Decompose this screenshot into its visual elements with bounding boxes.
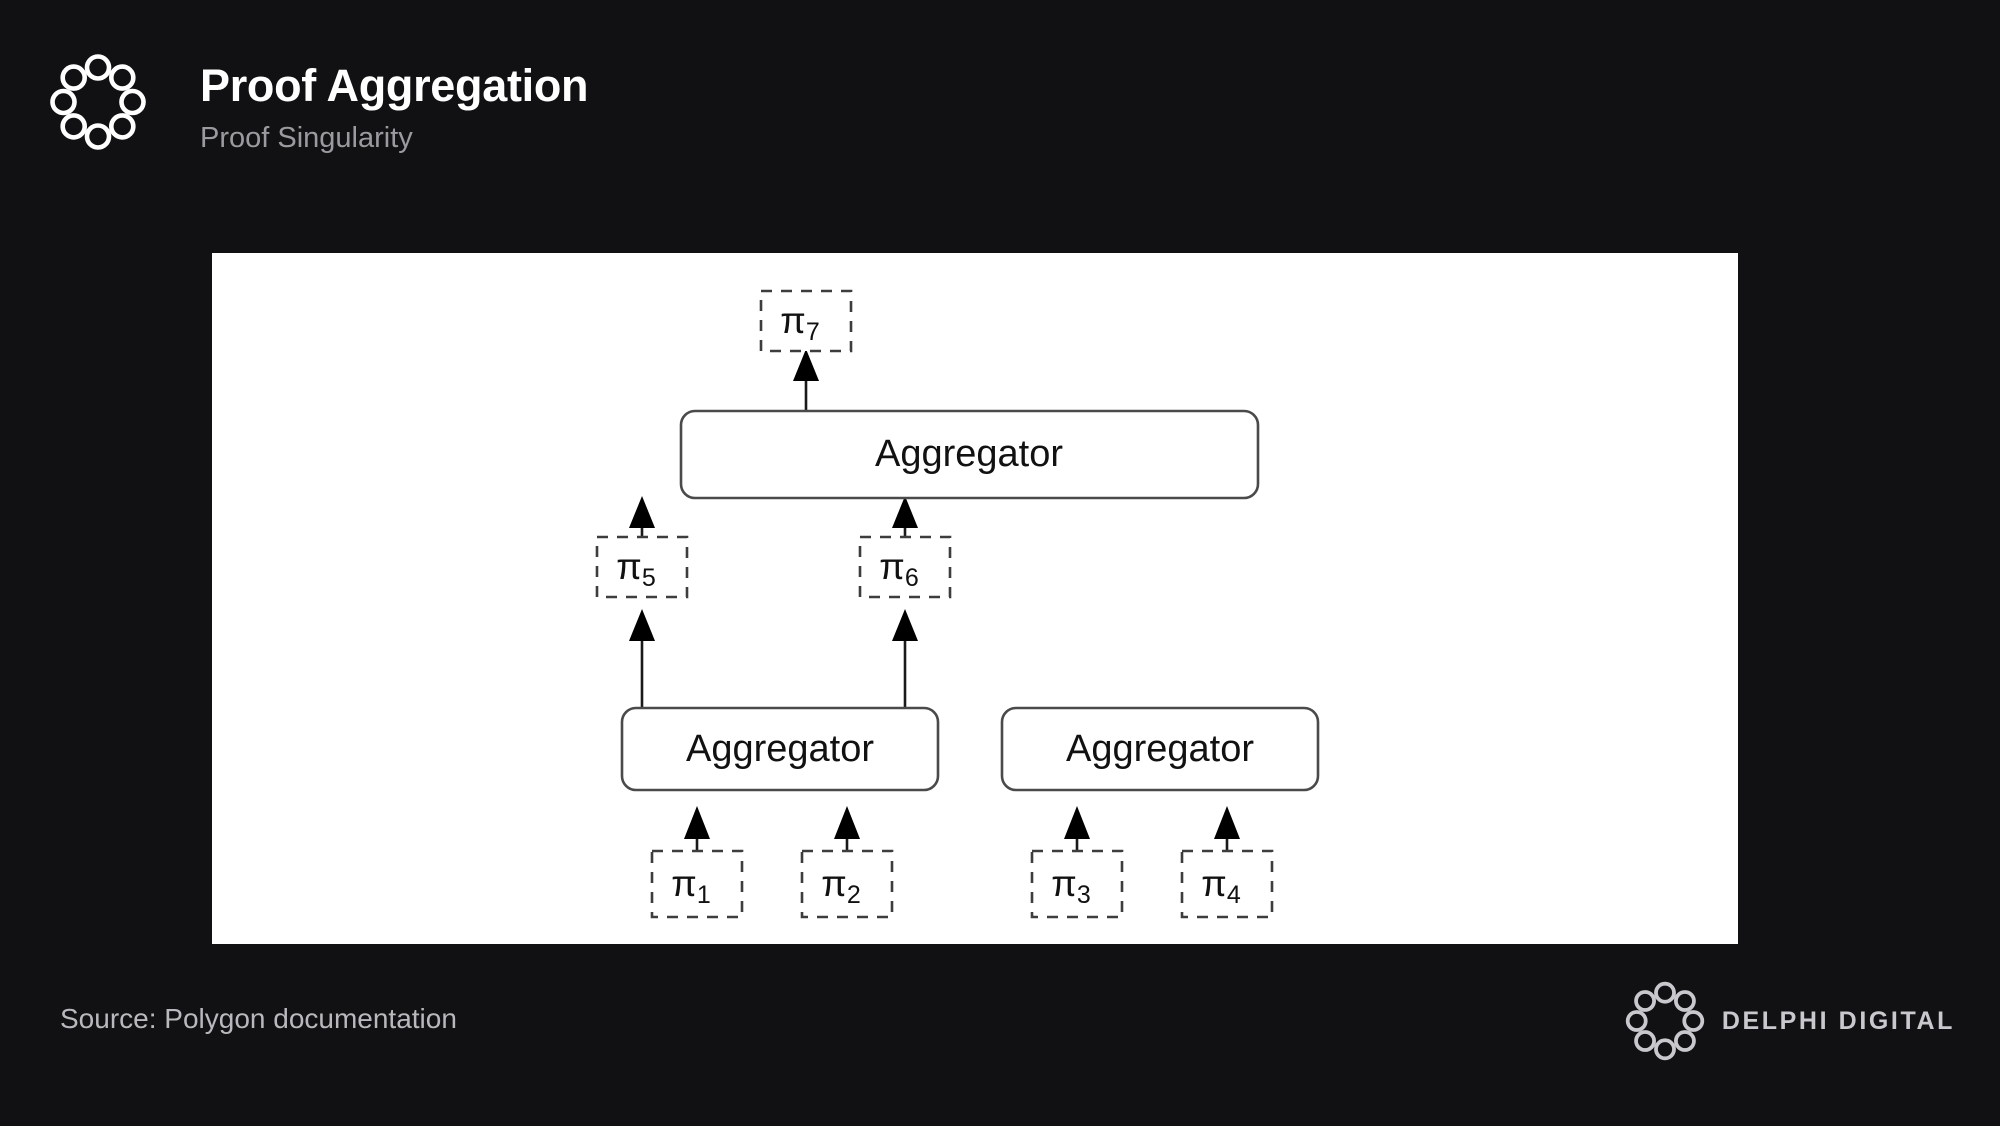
- node-pi1[interactable]: π1: [650, 849, 744, 919]
- edge-agg-left-to-pi5: [629, 609, 655, 708]
- delphi-digital-brand: DELPHI DIGITAL: [1624, 980, 1955, 1062]
- edge-pi1-to-agg-left: [684, 806, 710, 851]
- slide-header: Proof Aggregation Proof Singularity: [0, 0, 2000, 253]
- pi3-symbol: π: [1051, 863, 1077, 904]
- node-pi6[interactable]: π6: [858, 535, 952, 599]
- svg-text:π3: π3: [1051, 863, 1090, 909]
- node-pi2[interactable]: π2: [800, 849, 894, 919]
- node-pi3[interactable]: π3: [1030, 849, 1124, 919]
- title-block: Proof Aggregation Proof Singularity: [200, 60, 589, 155]
- pi2-symbol: π: [821, 863, 847, 904]
- page-title: Proof Aggregation: [200, 60, 589, 111]
- page-subtitle: Proof Singularity: [200, 122, 413, 155]
- edge-agg-root-to-pi7: [793, 349, 819, 411]
- node-pi4[interactable]: π4: [1180, 849, 1274, 919]
- node-aggregator-root[interactable]: Aggregator: [679, 409, 1260, 500]
- slide-footer: Source: Polygon documentation DELPHI DIG…: [0, 944, 2000, 1126]
- edge-agg-right-to-pi6: [892, 609, 918, 708]
- edge-pi2-to-agg-left: [834, 806, 860, 851]
- node-aggregator-right[interactable]: Aggregator: [1000, 706, 1320, 792]
- pi1-symbol: π: [671, 863, 697, 904]
- edge-pi5-to-agg-root: [629, 496, 655, 537]
- pi7-index: 7: [806, 318, 820, 346]
- node-pi7[interactable]: π7: [759, 289, 853, 353]
- source-caption: Source: Polygon documentation: [60, 1003, 457, 1034]
- aggregator-left-label: Aggregator: [686, 728, 874, 770]
- pi5-index: 5: [642, 564, 656, 592]
- node-aggregator-left[interactable]: Aggregator: [620, 706, 940, 792]
- svg-text:π7: π7: [780, 300, 819, 346]
- diagram-panel: π7 Aggregator π5 π6 Aggregator: [212, 253, 1738, 944]
- delphi-chain-ring-icon: [1625, 981, 1705, 1061]
- aggregator-root-label: Aggregator: [875, 433, 1063, 475]
- pi6-symbol: π: [879, 546, 905, 587]
- svg-text:π5: π5: [616, 546, 655, 592]
- edge-pi6-to-agg-root: [892, 496, 918, 537]
- pi1-index: 1: [697, 881, 711, 909]
- svg-text:π1: π1: [671, 863, 710, 909]
- svg-text:π4: π4: [1201, 863, 1241, 909]
- delphi-chain-ring-icon: [50, 54, 146, 150]
- pi7-symbol: π: [780, 300, 806, 341]
- delphi-wordmark: DELPHI DIGITAL: [1721, 1006, 1955, 1035]
- pi2-index: 2: [847, 881, 861, 909]
- svg-text:π6: π6: [879, 546, 918, 592]
- pi6-index: 6: [905, 564, 919, 592]
- pi5-symbol: π: [616, 546, 642, 587]
- pi4-symbol: π: [1201, 863, 1227, 904]
- pi3-index: 3: [1077, 881, 1091, 909]
- edge-pi4-to-agg-right: [1214, 806, 1240, 851]
- aggregator-right-label: Aggregator: [1066, 728, 1254, 770]
- proof-aggregation-tree: π7 Aggregator π5 π6 Aggregator: [595, 289, 1320, 919]
- svg-text:π2: π2: [821, 863, 860, 909]
- pi4-index: 4: [1227, 881, 1241, 909]
- node-pi5[interactable]: π5: [595, 535, 689, 599]
- edge-pi3-to-agg-right: [1064, 806, 1090, 851]
